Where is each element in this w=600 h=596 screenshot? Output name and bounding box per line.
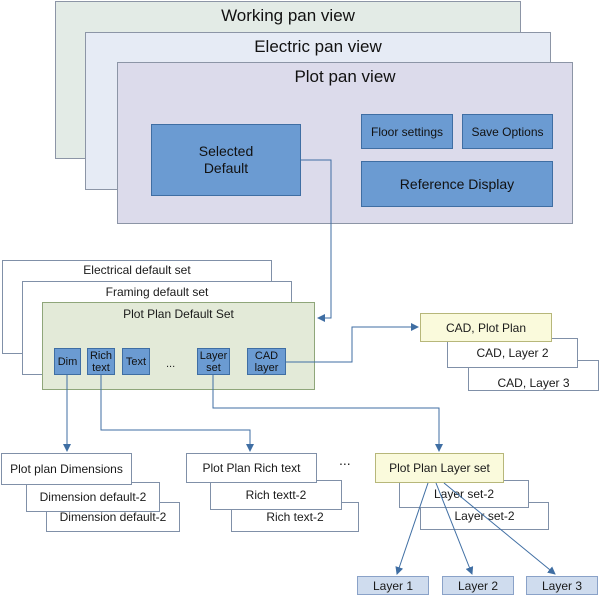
layer-3-label: Layer 3 [541, 578, 583, 593]
dim-item-label: Dim [57, 355, 78, 368]
plot-plan-default-set-label: Plot Plan Default Set [123, 307, 234, 321]
electric-pane-title: Electric pan view [254, 37, 382, 56]
dimension-default-2b-label: Dimension default-2 [59, 510, 167, 524]
connector-richtext-to-stack [100, 375, 254, 452]
cad-plot-plan-label: CAD, Plot Plan [445, 320, 527, 335]
reference-display-label: Reference Display [399, 176, 515, 192]
layer-set-2a-label: Layer set-2 [433, 487, 495, 501]
dimension-default-2a-label: Dimension default-2 [39, 490, 147, 504]
dim-item: Dim [54, 348, 81, 375]
connector-layerset-to-layer-3 [443, 482, 556, 575]
plot-plan-rich-text-label: Plot Plan Rich text [202, 461, 301, 475]
cad-layer-3-label: CAD, Layer 3 [497, 375, 570, 390]
floor-settings-box: Floor settings [361, 114, 453, 149]
plot-plan-dimensions-box: Plot plan Dimensions [1, 453, 132, 485]
layer-1-box: Layer 1 [357, 576, 429, 595]
floor-settings-label: Floor settings [370, 124, 444, 139]
rich-text-item: Rich text [87, 348, 115, 375]
selected-default-box: Selected Default [151, 124, 301, 196]
layer-set-item-label: Layer set [199, 349, 228, 374]
plot-plan-default-set: Plot Plan Default Set [42, 302, 315, 390]
connector-cad-layer-to-cad [286, 323, 419, 363]
plot-plan-dimensions-label: Plot plan Dimensions [10, 462, 123, 476]
layer-3-box: Layer 3 [526, 576, 598, 595]
cad-layer-2-box: CAD, Layer 2 [447, 338, 578, 368]
layer-set-item: Layer set [197, 348, 230, 375]
selected-default-label: Selected Default [198, 143, 254, 176]
cad-layer-item: CAD layer [247, 348, 286, 375]
connector-layerset-to-layer-1 [395, 482, 429, 575]
rich-text-item-label: Rich text [89, 349, 112, 374]
framing-default-set-label: Framing default set [105, 285, 209, 299]
layer-1-label: Layer 1 [372, 578, 414, 593]
plot-plan-layer-set-label: Plot Plan Layer set [389, 461, 490, 475]
electrical-default-set-label: Electrical default set [83, 263, 191, 277]
cad-layer-item-label: CAD layer [254, 349, 279, 374]
plot-pane-title: Plot pan view [294, 67, 396, 86]
working-pane-title: Working pan view [221, 6, 355, 25]
cad-plot-plan-box: CAD, Plot Plan [420, 313, 552, 342]
rich-text-2b-label: Rich text-2 [266, 510, 324, 524]
middle-ellipsis: ... [339, 452, 351, 468]
connector-selected-to-plot-set [301, 159, 332, 322]
save-options-label: Save Options [471, 124, 544, 139]
plot-plan-rich-text-box: Plot Plan Rich text [186, 453, 317, 483]
dimension-default-2a-box: Dimension default-2 [26, 482, 160, 512]
plot-plan-layer-set-box: Plot Plan Layer set [375, 453, 504, 483]
plot-plan-items-ellipsis: ... [166, 358, 176, 370]
save-options-box: Save Options [462, 114, 553, 149]
reference-display-box: Reference Display [361, 161, 553, 207]
cad-layer-2-label: CAD, Layer 2 [476, 346, 549, 360]
connector-layerset-to-layer-2 [435, 482, 474, 575]
rich-text-2a-label: Rich textt-2 [245, 488, 307, 502]
layer-2-label: Layer 2 [457, 578, 499, 593]
text-item: Text [122, 348, 150, 375]
connector-layerset-to-stack [212, 375, 443, 452]
text-item-label: Text [125, 355, 147, 368]
layer-2-box: Layer 2 [442, 576, 514, 595]
